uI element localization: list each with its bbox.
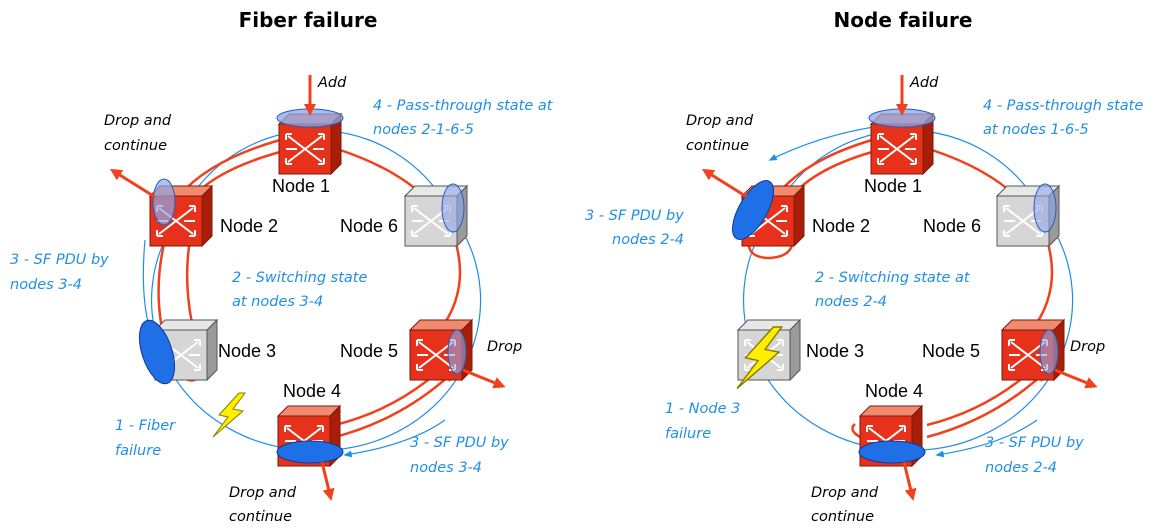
- drop-continue-bottom-1: Drop and: [811, 485, 879, 501]
- fiber-failure-panel: Fiber failure Add Node 1 Node 2 Node 6: [10, 8, 554, 525]
- sf-arrow-bottom: [935, 419, 1038, 458]
- node-2-label: Node 2: [812, 216, 870, 236]
- drop-continue-bottom-2: continue: [229, 509, 292, 525]
- node-4-label: Node 4: [865, 381, 923, 401]
- sf-port-node-4: [858, 440, 926, 464]
- drop-continue-bottom-2: continue: [811, 509, 874, 525]
- note-sf-left-2: nodes 2-4: [612, 232, 684, 248]
- node-1-label: Node 1: [864, 176, 922, 196]
- note-pass-2: nodes 2-1-6-5: [373, 122, 474, 138]
- note-pass-1: 4 - Pass-through state at: [373, 98, 554, 114]
- note-pass-1: 4 - Pass-through state: [983, 98, 1143, 114]
- panel-title: Node failure: [834, 8, 973, 32]
- note-sf-left-1: 3 - SF PDU by: [585, 208, 684, 224]
- drop-arrow: [462, 368, 506, 389]
- node-5-label: Node 5: [922, 341, 980, 361]
- note-switch-1: 2 - Switching state at: [815, 270, 971, 286]
- note-pass-2: at nodes 1-6-5: [983, 122, 1089, 138]
- sf-port-node-2: [732, 180, 774, 240]
- note-sf-right-1: 3 - SF PDU by: [985, 435, 1084, 451]
- note-sf-right-2: nodes 3-4: [410, 460, 482, 476]
- note-failure-2: failure: [115, 443, 161, 459]
- panel-title: Fiber failure: [239, 8, 378, 32]
- note-sf-left-2: nodes 3-4: [10, 277, 82, 293]
- node-failure-panel: Node failure Add Node 1 Node 2 Node 6: [585, 8, 1143, 525]
- note-sf-right-1: 3 - SF PDU by: [410, 435, 509, 451]
- drop-continue-top-2: continue: [686, 138, 749, 154]
- sf-port-node-4: [276, 440, 344, 464]
- note-sf-right-2: nodes 2-4: [985, 460, 1057, 476]
- drop-label: Drop: [487, 339, 522, 355]
- note-failure-2: failure: [665, 426, 711, 442]
- note-failure-1: 1 - Node 3: [665, 401, 740, 417]
- sf-arrow-left: [142, 239, 152, 332]
- drop-label: Drop: [1070, 339, 1105, 355]
- drop-continue-arrow-top: [109, 168, 156, 199]
- node-5-label: Node 5: [340, 341, 398, 361]
- drop-continue-arrow-bottom: [902, 461, 917, 501]
- drop-continue-top-2: continue: [104, 138, 167, 154]
- drop-arrow: [1054, 368, 1098, 389]
- node-1-label: Node 1: [272, 176, 330, 196]
- drop-continue-bottom-1: Drop and: [229, 485, 297, 501]
- add-label: Add: [317, 75, 347, 91]
- drop-continue-top-1: Drop and: [686, 113, 754, 129]
- add-port: [276, 108, 344, 128]
- drop-continue-top-1: Drop and: [104, 113, 172, 129]
- drop-continue-arrow-bottom: [320, 461, 335, 501]
- sf-arrow-top: [768, 125, 881, 161]
- lightning-icon: [212, 392, 246, 438]
- note-sf-left-1: 3 - SF PDU by: [10, 252, 109, 268]
- sf-port-node-3: [138, 319, 176, 385]
- drop-continue-arrow-top: [701, 168, 748, 199]
- sf-arrow-bottom: [343, 419, 446, 458]
- note-switch-1: 2 - Switching state: [232, 270, 367, 286]
- node-4-label: Node 4: [283, 381, 341, 401]
- node-3-label: Node 3: [806, 341, 864, 361]
- note-failure-1: 1 - Fiber: [115, 418, 176, 434]
- note-switch-2: nodes 2-4: [815, 294, 887, 310]
- node-2-label: Node 2: [220, 216, 278, 236]
- note-switch-2: at nodes 3-4: [232, 294, 323, 310]
- node-6-label: Node 6: [340, 216, 398, 236]
- node-6-label: Node 6: [923, 216, 981, 236]
- node-3-label: Node 3: [218, 341, 276, 361]
- add-label: Add: [909, 75, 939, 91]
